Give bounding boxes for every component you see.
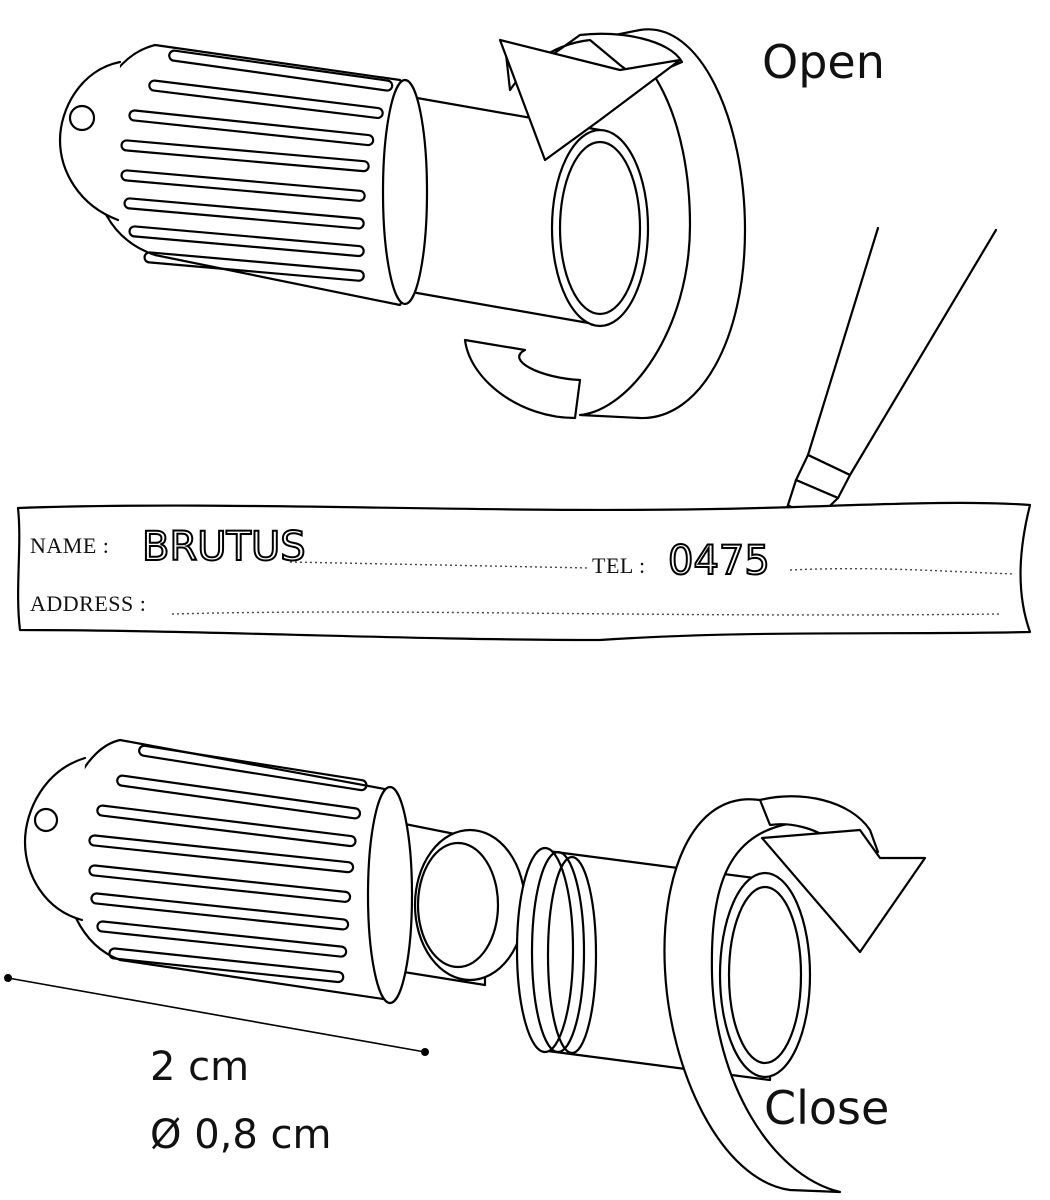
close-body-end: [718, 871, 812, 1079]
close-cap-opening: [413, 828, 527, 982]
pen-body: [806, 226, 998, 477]
close-arrow-head: [760, 828, 927, 954]
tag-address-label: ADDRESS :: [30, 591, 146, 616]
pen: [778, 226, 998, 547]
close-dome-dimple: [33, 807, 59, 833]
open-cap-collar: [381, 78, 429, 306]
open-knurled-cap: [90, 43, 417, 307]
close-thread-3: [546, 855, 598, 1055]
tag-tel-value: 0475: [668, 538, 770, 584]
tag-tel-label: TEL :: [592, 553, 646, 578]
open-cylinder-rim: [558, 140, 642, 316]
close-thread-1: [515, 846, 575, 1054]
open-rotation-band-back: [578, 28, 747, 420]
tag-name-dotted-line: [289, 561, 591, 569]
open-band-lower: [463, 338, 582, 420]
dimension-end-left: [4, 974, 12, 982]
close-cap-opening-inner: [416, 841, 500, 969]
close-grip-lines: [88, 744, 368, 984]
dimension-line: [4, 974, 429, 1056]
dimension-end-right: [421, 1048, 429, 1056]
length-label: 2 cm: [150, 1044, 249, 1090]
close-rotation-band: [663, 798, 842, 1194]
open-cylinder-end: [550, 128, 650, 328]
open-label: Open: [762, 35, 885, 89]
tag-name-value: BRUTUS: [142, 524, 306, 570]
open-dome-dimple: [68, 104, 96, 132]
close-cap-dome: [23, 756, 87, 922]
capsule-top: [58, 28, 747, 420]
name-tag: NAME : BRUTUS TEL : 0475 ADDRESS :: [16, 501, 1032, 642]
open-arrow-head: [498, 38, 682, 162]
tag-tel-dotted-line: [789, 567, 1016, 575]
tag-paper: [16, 501, 1032, 642]
close-thread-2: [530, 850, 586, 1054]
capsule-bottom: [23, 738, 927, 1194]
close-cap-collar: [366, 785, 414, 1005]
close-body-rim: [727, 885, 803, 1065]
dimension-line-stroke: [7, 977, 426, 1053]
tag-name-label: NAME :: [30, 533, 109, 558]
open-cap-dome: [58, 60, 122, 222]
diameter-label: Ø 0,8 cm: [150, 1112, 331, 1158]
close-label: Close: [764, 1081, 889, 1135]
open-grip-lines: [120, 49, 394, 282]
